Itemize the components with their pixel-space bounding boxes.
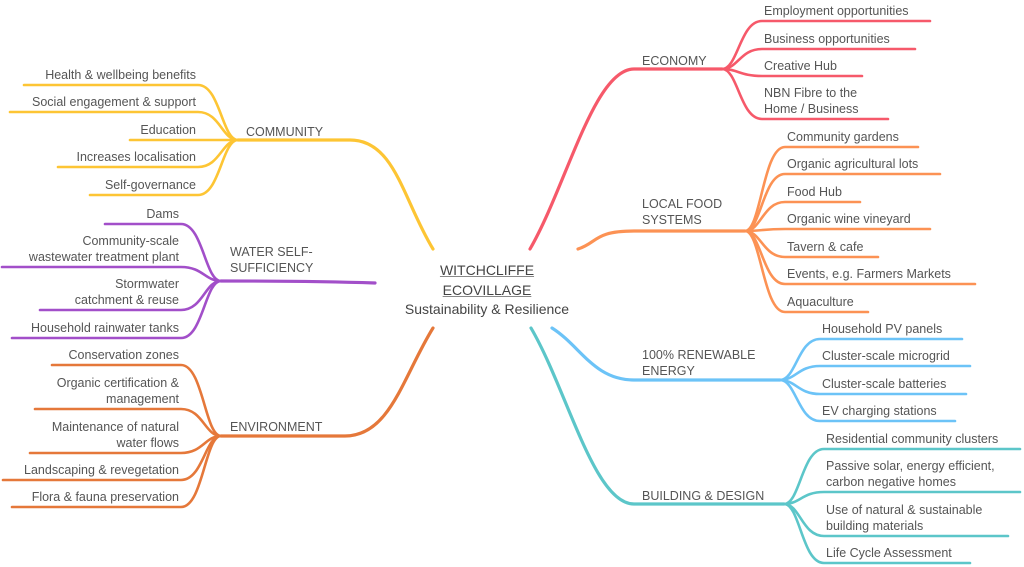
community-child-item[interactable]: Education: [140, 123, 196, 137]
economy-child-connector: [720, 67, 890, 121]
community-child-item[interactable]: Increases localisation: [76, 150, 196, 164]
community-child-item[interactable]: Self-governance: [104, 178, 196, 192]
building-child-item[interactable]: Life Cycle Assessment: [826, 546, 952, 560]
economy-child-item[interactable]: Business opportunities: [764, 32, 890, 46]
water-child-connector: [103, 222, 223, 283]
environment-child-item[interactable]: Organic certification & management: [56, 376, 179, 406]
branch-label-water[interactable]: WATER SELF- SUFFICIENCY: [230, 245, 314, 275]
environment-child-connector: [10, 434, 223, 509]
food-child-item[interactable]: Organic wine vineyard: [787, 212, 911, 226]
community-child-item[interactable]: Social engagement & support: [32, 95, 196, 109]
environment-child-connector: [50, 363, 223, 438]
economy-branch-connector: [528, 67, 724, 251]
water-child-item[interactable]: Dams: [146, 207, 179, 221]
energy-child-item[interactable]: EV charging stations: [822, 404, 937, 418]
food-child-connector: [743, 227, 932, 233]
branch-label-environment[interactable]: ENVIRONMENT: [230, 420, 323, 434]
central-title-line1: WITCHCLIFFE: [439, 262, 535, 278]
food-branch-connector: [576, 229, 747, 251]
food-child-item[interactable]: Food Hub: [787, 185, 842, 199]
water-child-connector: [10, 279, 223, 340]
environment-branch-connector: [219, 326, 435, 438]
branch-label-food[interactable]: LOCAL FOOD SYSTEMS: [642, 197, 723, 227]
building-child-item[interactable]: Use of natural & sustainable building ma…: [826, 503, 983, 533]
branch-label-energy[interactable]: 100% RENEWABLE ENERGY: [642, 348, 756, 378]
branch-label-community[interactable]: COMMUNITY: [246, 125, 324, 139]
food-child-item[interactable]: Organic agricultural lots: [787, 157, 919, 171]
community-branch-connector: [236, 138, 435, 251]
branch-label-economy[interactable]: ECONOMY: [642, 54, 707, 68]
food-child-connector: [743, 229, 870, 314]
energy-branch-connector: [550, 326, 782, 382]
building-child-item[interactable]: Passive solar, energy efficient, carbon …: [826, 459, 995, 489]
economy-child-item[interactable]: Employment opportunities: [764, 4, 909, 18]
economy-child-item[interactable]: Creative Hub: [764, 59, 837, 73]
energy-child-connector: [778, 378, 957, 423]
central-topic[interactable]: WITCHCLIFFE ECOVILLAGE Sustainability & …: [377, 261, 597, 320]
central-subtitle: Sustainability & Resilience: [404, 301, 570, 317]
environment-child-item[interactable]: Landscaping & revegetation: [24, 463, 179, 477]
building-child-connector: [782, 502, 972, 565]
food-child-item[interactable]: Aquaculture: [787, 295, 854, 309]
environment-child-connector: [33, 407, 223, 438]
branch-label-building[interactable]: BUILDING & DESIGN: [642, 489, 765, 503]
economy-child-item[interactable]: NBN Fibre to the Home / Business: [764, 86, 859, 116]
energy-child-item[interactable]: Cluster-scale batteries: [822, 377, 947, 391]
central-title-line2: ECOVILLAGE: [442, 281, 532, 298]
water-branch-connector: [219, 279, 377, 285]
building-branch-connector: [529, 326, 786, 506]
building-child-item[interactable]: Residential community clusters: [826, 432, 999, 446]
food-child-item[interactable]: Tavern & cafe: [787, 240, 864, 254]
energy-child-item[interactable]: Household PV panels: [822, 322, 943, 336]
environment-child-item[interactable]: Conservation zones: [68, 348, 179, 362]
environment-child-item[interactable]: Flora & fauna preservation: [31, 490, 179, 504]
food-child-item[interactable]: Community gardens: [787, 130, 899, 144]
water-child-item[interactable]: Community-scale wastewater treatment pla…: [28, 234, 179, 264]
building-child-connector: [782, 447, 1022, 506]
energy-child-item[interactable]: Cluster-scale microgrid: [822, 349, 950, 363]
community-child-item[interactable]: Health & wellbeing benefits: [45, 68, 196, 82]
community-child-connector: [8, 110, 240, 142]
water-child-item[interactable]: Household rainwater tanks: [31, 321, 179, 335]
environment-child-item[interactable]: Maintenance of natural water flows: [51, 420, 179, 450]
community-child-connector: [88, 138, 240, 197]
water-child-item[interactable]: Stormwater catchment & reuse: [74, 277, 179, 307]
food-child-item[interactable]: Events, e.g. Farmers Markets: [787, 267, 951, 281]
